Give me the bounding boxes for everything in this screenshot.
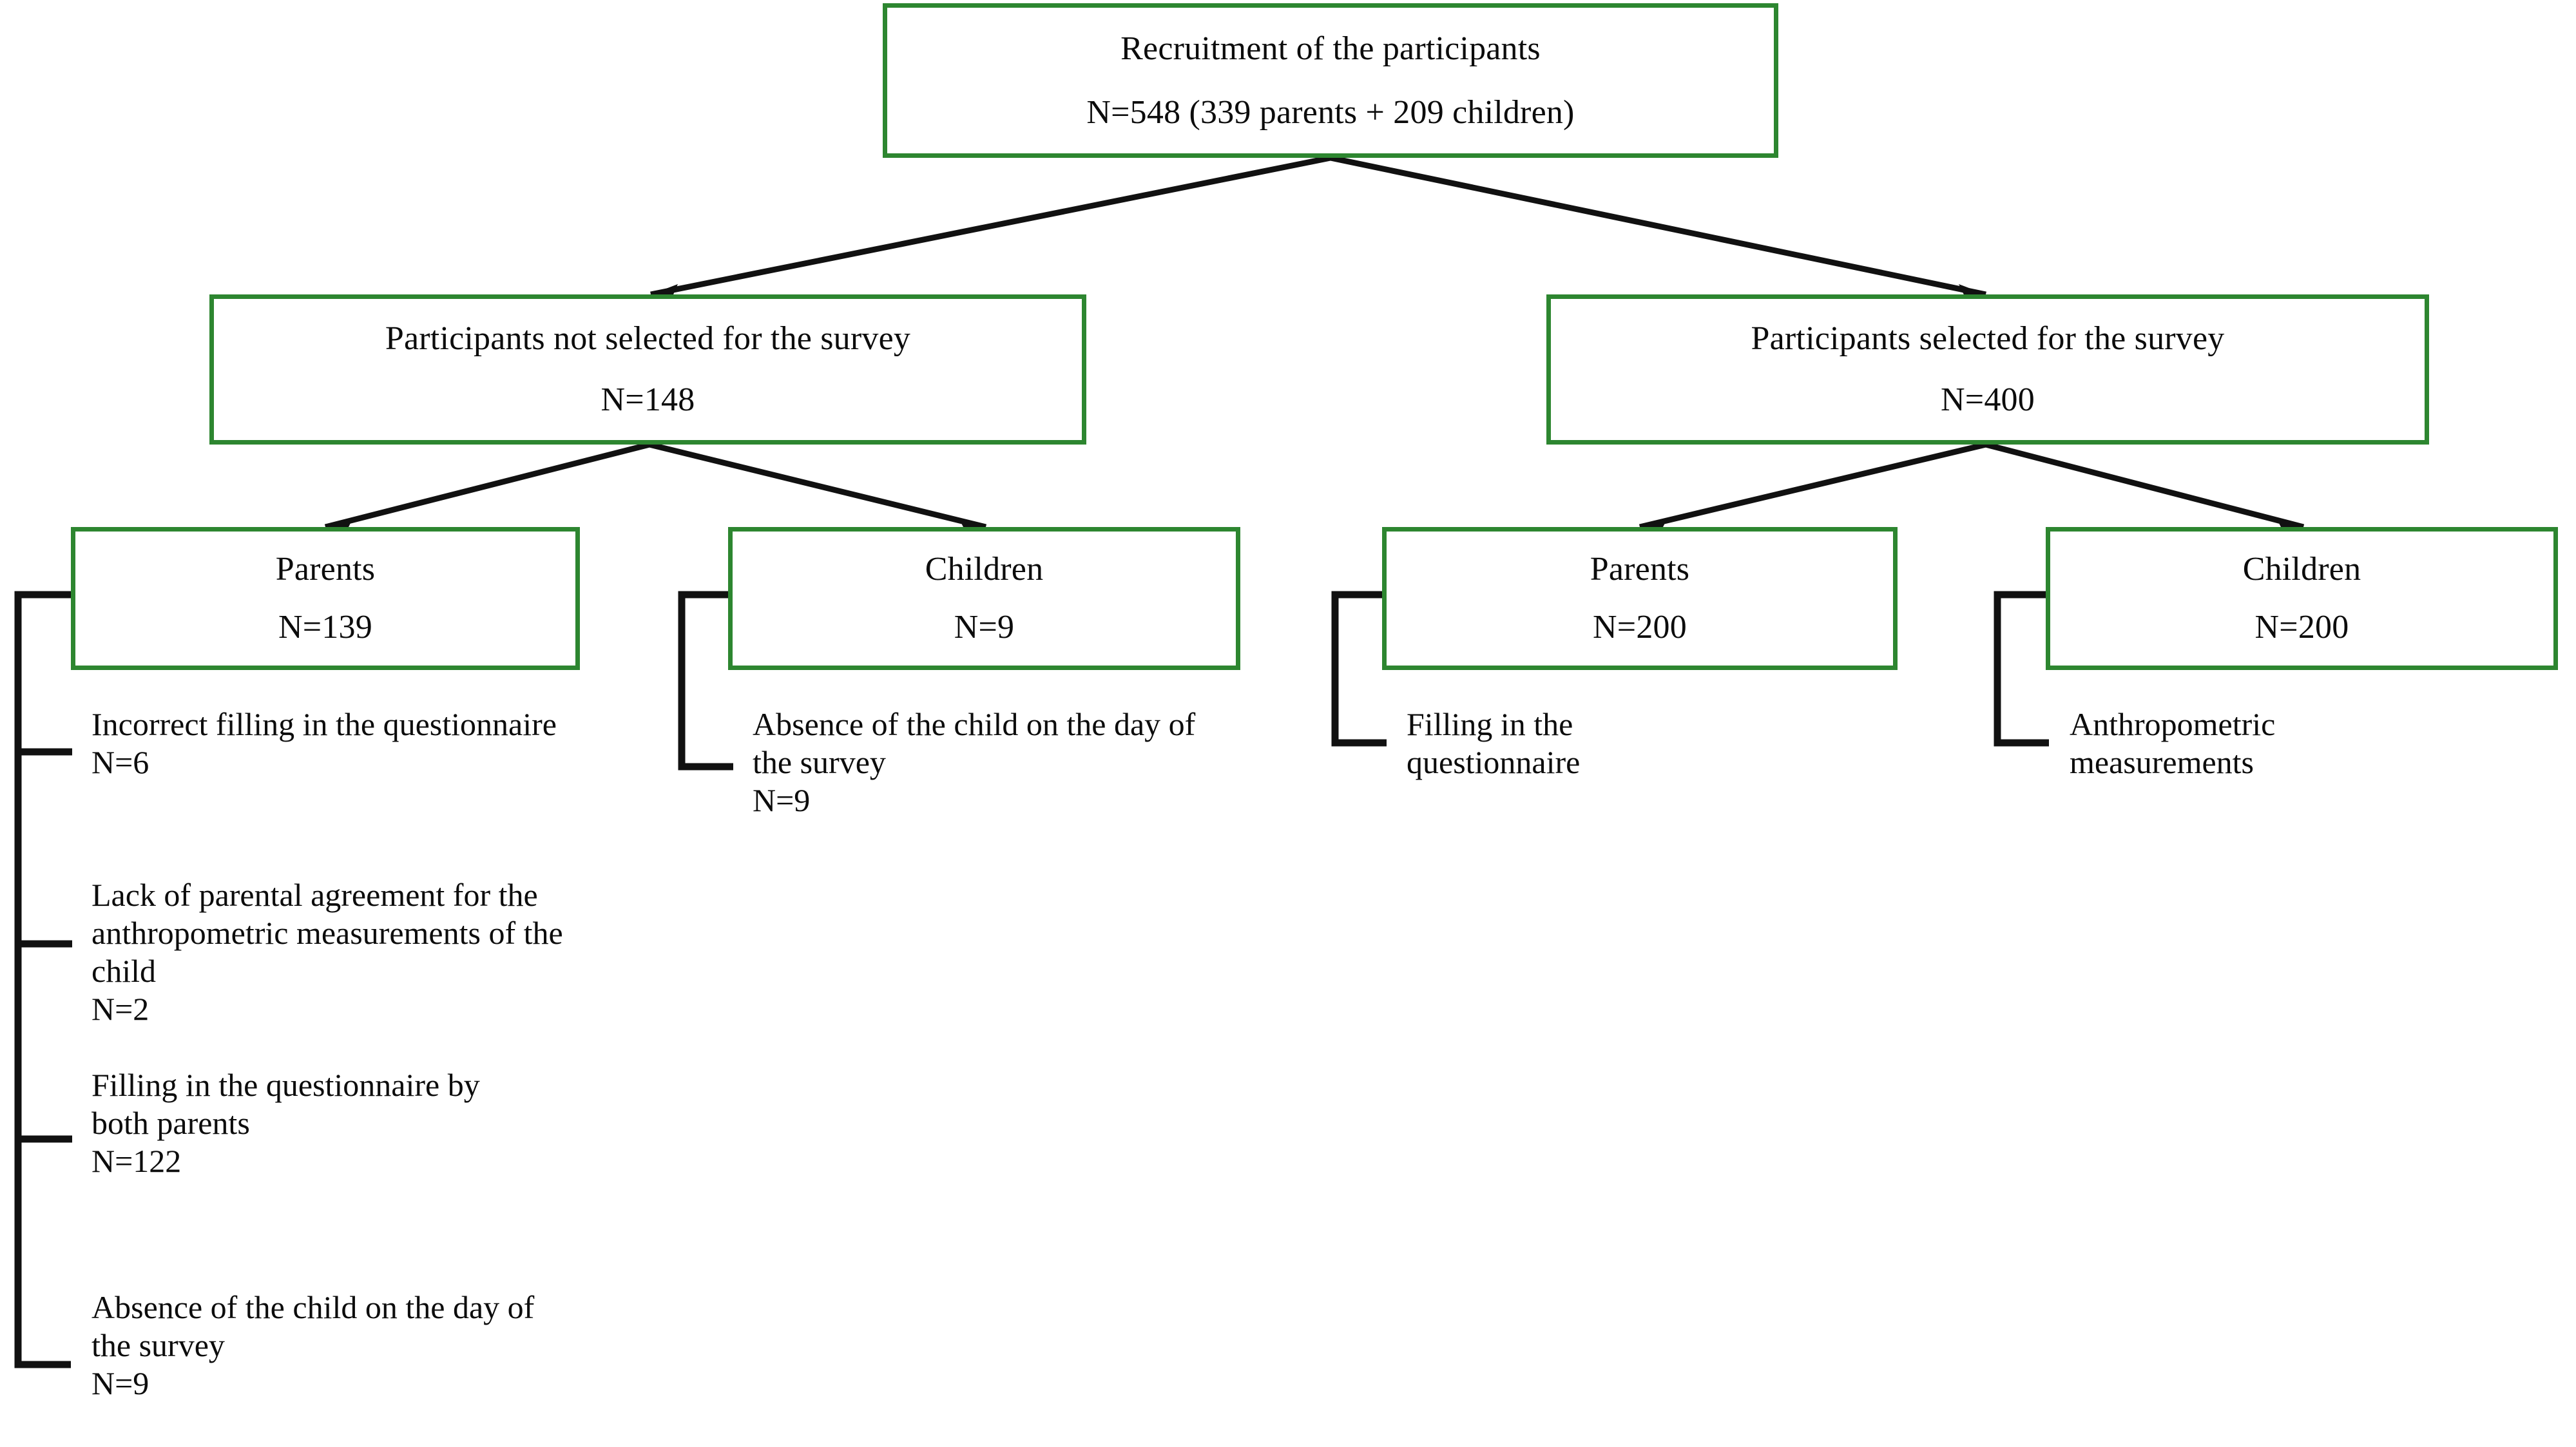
exclusion-item: Incorrect filling in the questionnaire N… xyxy=(91,705,601,781)
exclusion-text: Absence of the child on the day of the s… xyxy=(91,1289,535,1363)
exclusion-item: Absence of the child on the day of the s… xyxy=(753,705,1197,819)
exclusion-item: Lack of parental agreement for the anthr… xyxy=(91,876,613,1028)
wire-root-to-not-selected xyxy=(650,155,1331,298)
node-not-selected-parents: Parents N=139 xyxy=(71,527,580,670)
exclusion-count: N=9 xyxy=(753,782,811,818)
node-not-selected-children-label: Children xyxy=(925,551,1044,588)
exclusion-item: Anthropometric measurements xyxy=(2070,705,2430,781)
node-not-selected-parents-count: N=139 xyxy=(278,609,372,646)
wire-root-to-selected xyxy=(1330,155,1986,298)
exclusion-count: N=122 xyxy=(91,1143,182,1179)
bracket-notselected-children xyxy=(678,591,733,771)
wire-notselected-to-children xyxy=(648,441,987,530)
node-recruitment-count: N=548 (339 parents + 209 children) xyxy=(1086,93,1575,131)
exclusion-text: Lack of parental agreement for the anthr… xyxy=(91,877,563,989)
node-selected-children-label: Children xyxy=(2242,551,2361,588)
exclusion-text: Absence of the child on the day of the s… xyxy=(753,706,1196,780)
bracket-selected-children xyxy=(1994,591,2049,747)
node-selected-parents: Parents N=200 xyxy=(1382,527,1898,670)
exclusion-text: Anthropometric measurements xyxy=(2070,706,2276,780)
node-selected: Participants selected for the survey N=4… xyxy=(1546,294,2429,445)
exclusion-text: Filling in the questionnaire xyxy=(1407,706,1581,780)
exclusion-count: N=2 xyxy=(91,991,149,1027)
node-not-selected-children-count: N=9 xyxy=(954,609,1015,646)
bracket-selected-parents xyxy=(1331,591,1387,747)
exclusion-count: N=6 xyxy=(91,744,149,780)
wire-selected-to-children xyxy=(1985,441,2305,530)
exclusion-item: Filling in the questionnaire xyxy=(1407,705,1729,781)
node-selected-parents-count: N=200 xyxy=(1593,609,1687,646)
node-selected-children: Children N=200 xyxy=(2046,527,2558,670)
node-not-selected-parents-label: Parents xyxy=(275,551,376,588)
node-selected-count: N=400 xyxy=(1941,381,2035,419)
node-selected-label: Participants selected for the survey xyxy=(1751,320,2225,357)
exclusion-text: Incorrect filling in the questionnaire xyxy=(91,706,557,742)
node-not-selected-label: Participants not selected for the survey xyxy=(385,320,911,357)
wire-notselected-to-parents xyxy=(324,441,651,530)
node-not-selected-count: N=148 xyxy=(601,381,695,419)
node-not-selected-children: Children N=9 xyxy=(728,527,1240,670)
node-not-selected: Participants not selected for the survey… xyxy=(209,294,1086,445)
bracket-notselected-parents xyxy=(14,591,72,1368)
node-recruitment-label: Recruitment of the participants xyxy=(1120,30,1541,67)
exclusion-item: Absence of the child on the day of the s… xyxy=(91,1289,536,1403)
wire-selected-to-parents xyxy=(1639,441,1987,530)
exclusion-item: Filling in the questionnaire by both par… xyxy=(91,1066,517,1180)
node-selected-parents-label: Parents xyxy=(1590,551,1690,588)
node-selected-children-count: N=200 xyxy=(2254,609,2349,646)
exclusion-count: N=9 xyxy=(91,1365,149,1401)
node-recruitment: Recruitment of the participants N=548 (3… xyxy=(883,3,1778,158)
exclusion-text: Filling in the questionnaire by both par… xyxy=(91,1067,480,1141)
